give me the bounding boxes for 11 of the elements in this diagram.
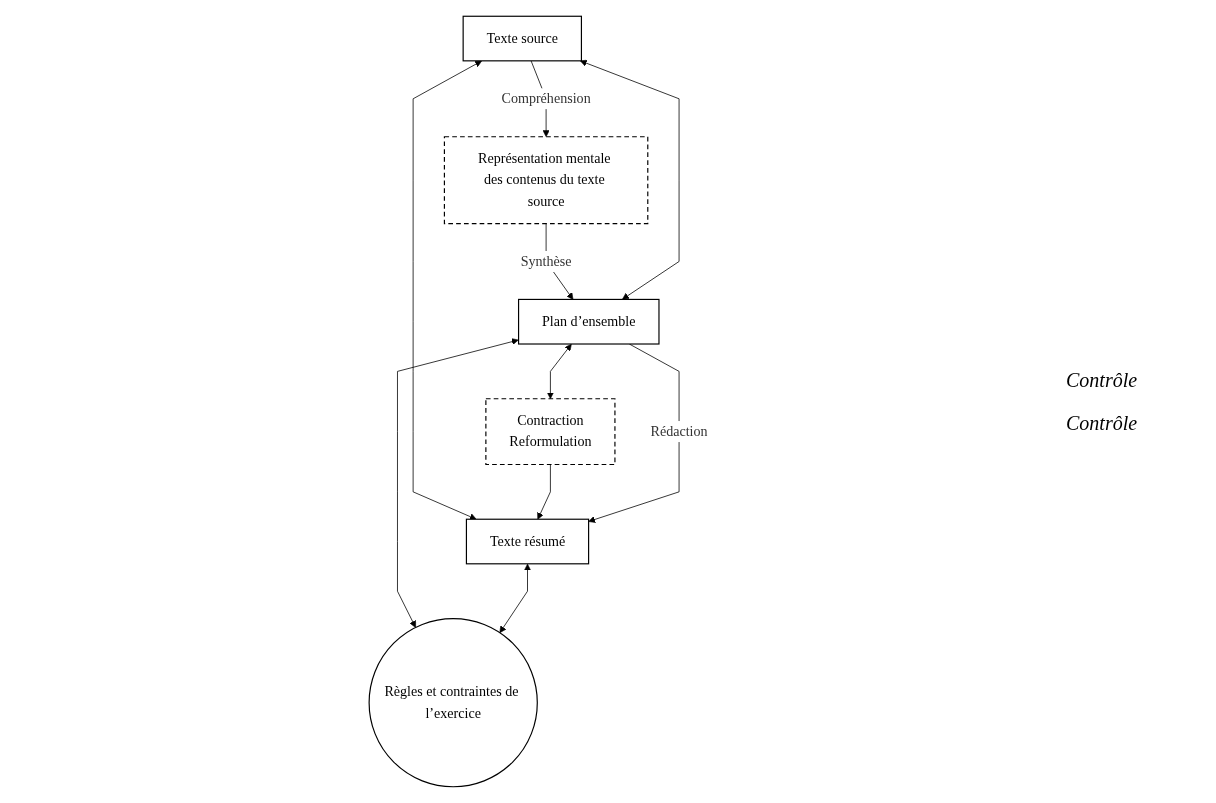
control-label: Contrôle <box>1066 411 1139 435</box>
node-box: Contraction Reformulation <box>484 398 616 466</box>
node-box: Texte résumé <box>465 518 589 565</box>
node-box: Représentation mentale des contenus du texte source <box>443 136 648 225</box>
edge-label: Synthèse <box>520 253 572 269</box>
edge-label: Rédaction <box>650 423 708 440</box>
node-box: Texte source <box>462 15 582 62</box>
edge-label: Compréhension <box>501 90 591 107</box>
node-circle: Règles et contraintes de l’exercice <box>368 618 538 788</box>
node-box: Plan d’ensemble <box>517 298 660 345</box>
control-label: Contrôle <box>1066 368 1139 392</box>
